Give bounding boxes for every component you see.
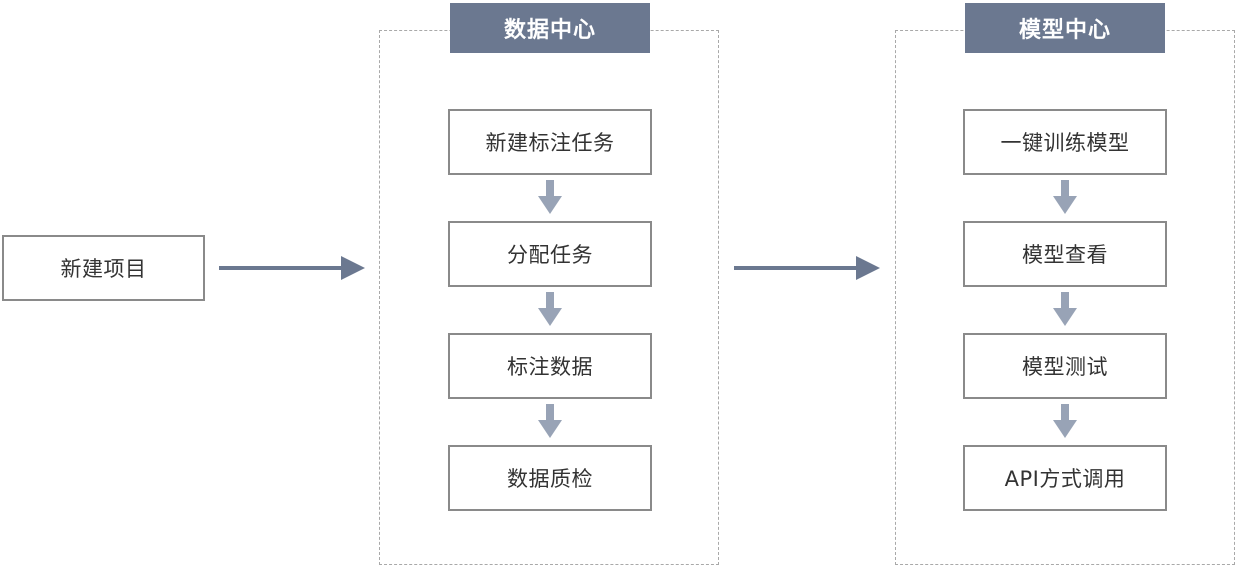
model-step-4: API方式调用 [963, 445, 1167, 511]
data-step-3: 标注数据 [448, 333, 652, 399]
start-node: 新建项目 [2, 235, 205, 301]
start-node-label: 新建项目 [60, 257, 147, 281]
data-step-1: 新建标注任务 [448, 109, 652, 175]
model-center-title-text: 模型中心 [1018, 18, 1111, 43]
data-step-3-label: 标注数据 [507, 355, 593, 379]
step-arrow [1053, 404, 1077, 438]
data-step-2-label: 分配任务 [507, 243, 593, 267]
step-arrow [538, 292, 562, 326]
model-step-1-label: 一键训练模型 [1000, 131, 1130, 155]
data-center-title-text: 数据中心 [503, 18, 596, 43]
step-arrow [538, 180, 562, 214]
step-arrow [1053, 180, 1077, 214]
model-step-3: 模型测试 [963, 333, 1167, 399]
step-arrow [1053, 292, 1077, 326]
model-step-4-label: API方式调用 [1004, 467, 1126, 491]
step-arrow [538, 404, 562, 438]
data-step-1-label: 新建标注任务 [485, 131, 615, 155]
data-center-title: 数据中心 [450, 3, 650, 53]
data-step-4: 数据质检 [448, 445, 652, 511]
main-arrow-to-model-center [734, 256, 880, 280]
model-step-2-label: 模型查看 [1022, 243, 1108, 267]
main-arrow-to-data-center [219, 256, 365, 280]
model-step-3-label: 模型测试 [1022, 355, 1108, 379]
model-center-title: 模型中心 [965, 3, 1165, 53]
data-step-2: 分配任务 [448, 221, 652, 287]
data-step-4-label: 数据质检 [507, 467, 593, 491]
model-step-2: 模型查看 [963, 221, 1167, 287]
model-step-1: 一键训练模型 [963, 109, 1167, 175]
